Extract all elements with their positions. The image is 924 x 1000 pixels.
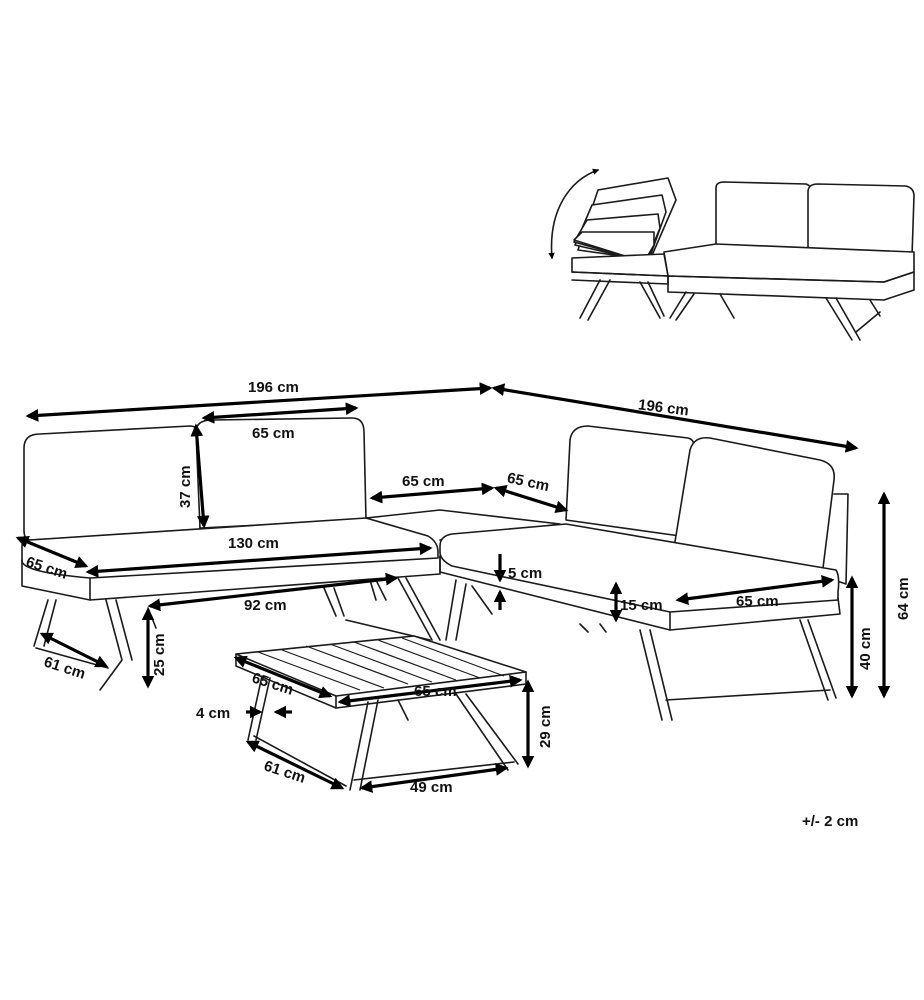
- label-seat-frame-height: 15 cm: [620, 597, 663, 614]
- tolerance-note: +/- 2 cm: [802, 813, 858, 830]
- label-under-width: 92 cm: [244, 597, 287, 614]
- label-table-top: 4 cm: [196, 705, 230, 722]
- label-leg-height: 25 cm: [151, 633, 168, 676]
- label-total-height: 64 cm: [895, 577, 912, 620]
- label-back-cushion-width: 65 cm: [252, 425, 295, 442]
- label-table-width: 65 cm: [414, 683, 457, 700]
- label-corner-depth-b: 65 cm: [506, 470, 551, 495]
- rotation-arrow-icon: [548, 168, 600, 260]
- label-sofa-left-width: 196 cm: [248, 379, 299, 396]
- label-sofa-right-width: 196 cm: [637, 396, 690, 419]
- label-seat-width: 130 cm: [228, 535, 279, 552]
- label-back-height: 37 cm: [177, 465, 194, 508]
- label-table-inner: 49 cm: [410, 779, 453, 796]
- label-seat-thickness: 5 cm: [508, 565, 542, 582]
- sectional-sofa: [21, 417, 849, 721]
- label-right-seat-width: 65 cm: [736, 593, 779, 610]
- label-table-height: 29 cm: [537, 705, 554, 748]
- dimension-lines: [15, 382, 891, 793]
- label-corner-depth-a: 65 cm: [402, 473, 445, 490]
- label-leg-base: 61 cm: [42, 653, 88, 682]
- label-seat-height: 40 cm: [857, 627, 874, 670]
- daybed-inset: [548, 168, 915, 341]
